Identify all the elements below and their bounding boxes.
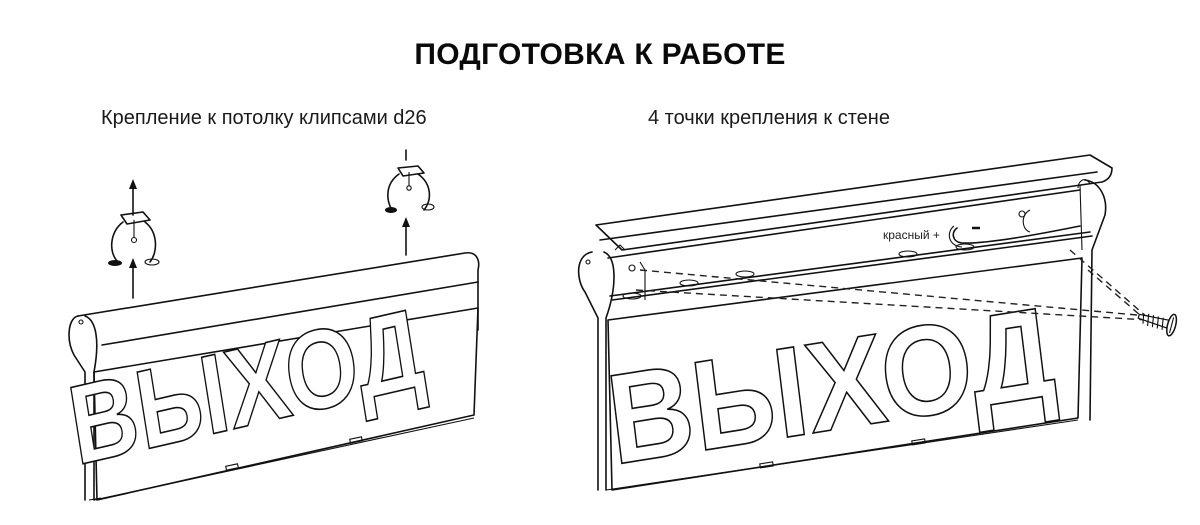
arrow-up-icon — [129, 179, 137, 299]
wall-mount-caption: 4 точки крепления к стене — [648, 107, 890, 129]
wire-polarity-label: красный + — [883, 228, 940, 242]
ceiling-clip-icon — [385, 165, 435, 213]
page-title: ПОДГОТОВКА К РАБОТЕ — [414, 38, 786, 71]
screw-icon — [1137, 313, 1178, 337]
ceiling-mount-caption: Крепление к потолку клипсами d26 — [101, 107, 427, 129]
exit-sign-right: ВЫХОД — [577, 179, 1107, 493]
open-cover — [595, 154, 1113, 251]
ceiling-clip-icon — [108, 211, 160, 266]
arrow-up-icon — [402, 149, 410, 256]
dashed-guide-lines — [635, 249, 1149, 323]
wire-icon — [948, 225, 1081, 248]
